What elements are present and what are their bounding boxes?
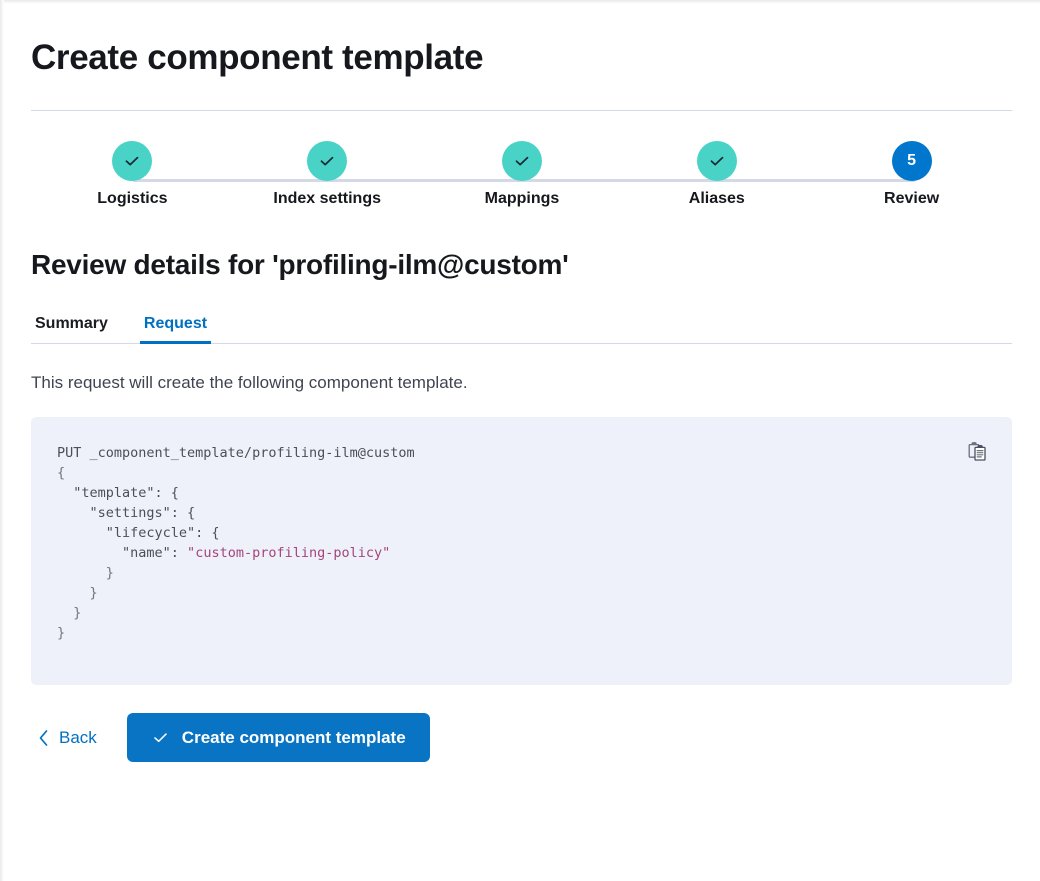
review-tabs: Summary Request <box>31 307 1012 344</box>
step-label-review: Review <box>884 190 940 207</box>
create-button-label: Create component template <box>181 728 406 747</box>
step-number-review: 5 <box>907 152 917 169</box>
window-top-edge <box>0 0 1040 4</box>
code-line-6: } <box>57 565 114 581</box>
code-policy-name: "custom-profiling-policy" <box>187 545 391 561</box>
code-line-9: } <box>57 625 66 641</box>
step-aliases[interactable]: Aliases <box>619 141 814 208</box>
wizard-footer: Back Create component template <box>31 713 1040 762</box>
step-review[interactable]: 5 Review <box>814 141 1009 208</box>
request-code-block: PUT _component_template/profiling-ilm@cu… <box>31 417 1012 685</box>
code-line-4: "lifecycle": { <box>57 525 220 541</box>
tab-summary[interactable]: Summary <box>31 307 112 343</box>
code-line-7: } <box>57 585 98 601</box>
wizard-stepper: Logistics Index settings Mappings <box>4 141 1040 233</box>
step-mappings[interactable]: Mappings <box>425 141 620 208</box>
step-marker-review[interactable]: 5 <box>891 141 932 181</box>
step-index-settings[interactable]: Index settings <box>230 141 425 208</box>
code-line-8: } <box>57 605 82 621</box>
chevron-left-icon <box>39 729 48 746</box>
back-button-label: Back <box>59 727 97 747</box>
stepper-steps: Logistics Index settings Mappings <box>35 141 1009 208</box>
step-label-index-settings: Index settings <box>273 190 381 207</box>
request-code-text: PUT _component_template/profiling-ilm@cu… <box>31 417 1012 643</box>
create-component-template-button[interactable]: Create component template <box>126 713 430 762</box>
page-title: Create component template <box>31 38 484 77</box>
review-heading: Review details for 'profiling-ilm@custom… <box>31 249 569 280</box>
check-icon <box>154 733 167 743</box>
request-description: This request will create the following c… <box>31 373 468 392</box>
check-icon <box>710 156 724 166</box>
copy-icon <box>968 441 986 461</box>
step-logistics[interactable]: Logistics <box>35 141 230 208</box>
copy-to-clipboard-button[interactable] <box>960 433 996 469</box>
title-divider <box>31 110 1012 111</box>
code-line-2: "template": { <box>57 485 179 501</box>
check-icon <box>515 156 529 166</box>
step-marker-aliases[interactable] <box>696 141 737 181</box>
step-label-logistics: Logistics <box>97 190 168 207</box>
code-request-line: PUT _component_template/profiling-ilm@cu… <box>57 445 415 461</box>
check-icon <box>126 156 139 166</box>
check-icon <box>320 156 334 166</box>
step-marker-index-settings[interactable] <box>307 141 348 181</box>
tab-request[interactable]: Request <box>139 307 212 344</box>
code-line-1: { <box>57 465 66 481</box>
step-label-aliases: Aliases <box>688 190 745 207</box>
step-label-mappings: Mappings <box>484 190 560 207</box>
step-marker-mappings[interactable] <box>501 141 542 181</box>
step-marker-logistics[interactable] <box>112 141 153 181</box>
code-line-3: "settings": { <box>57 505 196 521</box>
code-line-5-name: "name": <box>57 545 188 561</box>
create-component-template-page: Create component template Logistics <box>4 4 1040 881</box>
window-left-edge <box>0 0 4 881</box>
back-button[interactable]: Back <box>31 720 103 756</box>
